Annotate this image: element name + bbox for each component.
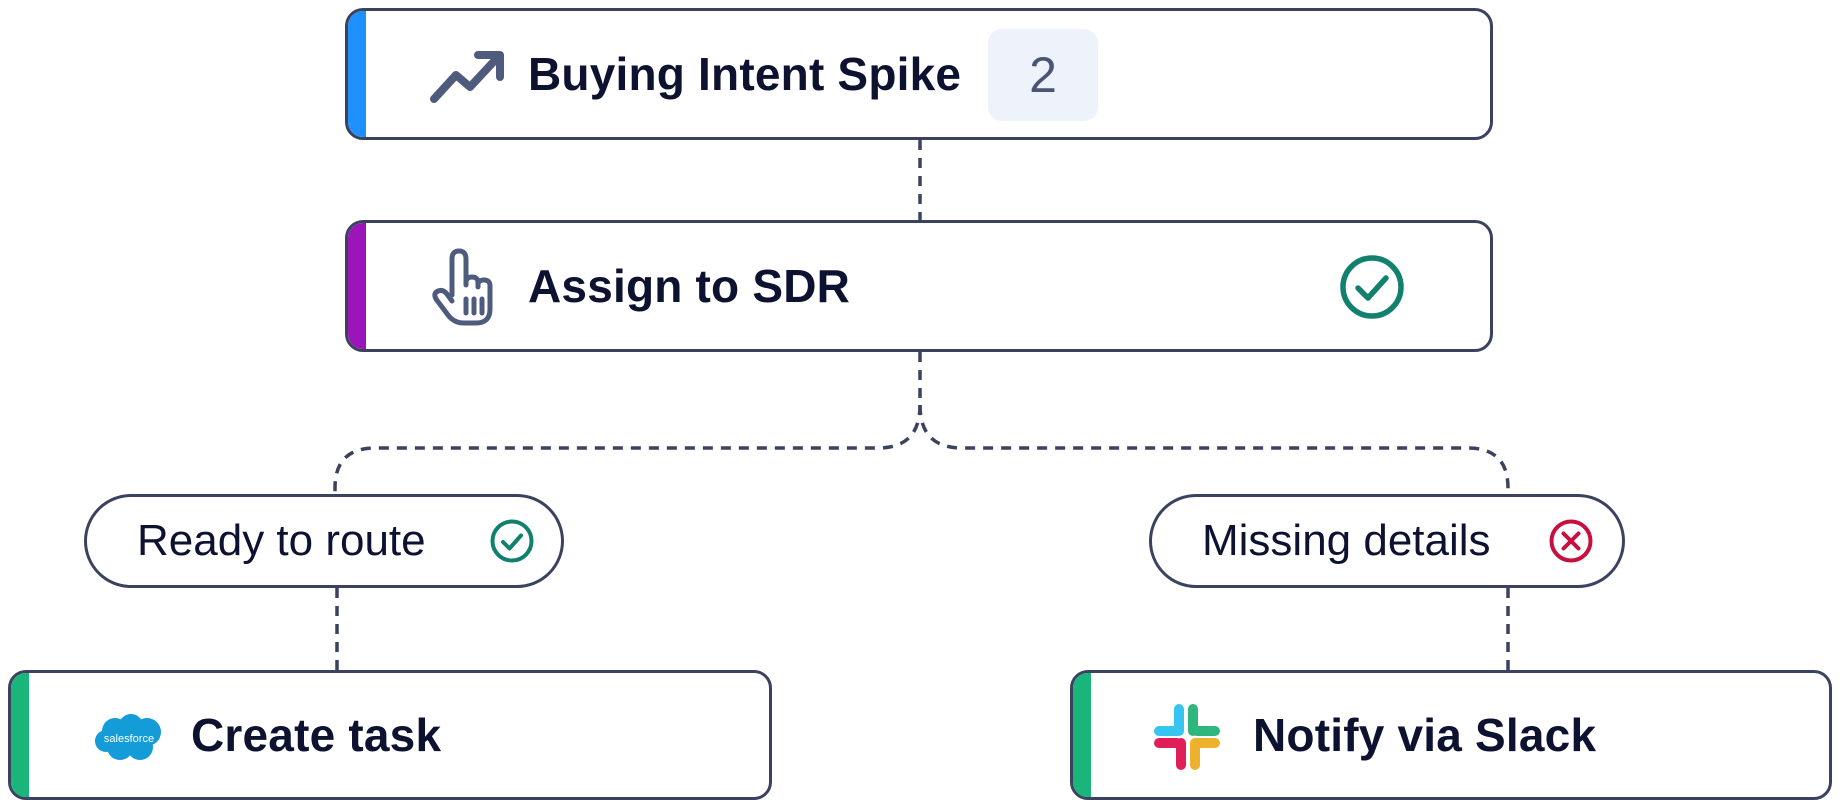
outcome-accent-bar [1073, 673, 1091, 797]
trigger-node-buying-intent-spike[interactable]: Buying Intent Spike 2 [345, 8, 1493, 140]
action-title: Assign to SDR [528, 260, 851, 312]
outcome-accent-bar [11, 673, 29, 797]
trending-up-icon [428, 41, 508, 111]
outcome-title-create-task: Create task [191, 709, 442, 761]
x-circle-icon [1548, 518, 1594, 564]
branch-ready-to-route[interactable]: Ready to route [84, 494, 564, 588]
check-circle-icon [489, 518, 535, 564]
outcome-node-create-task[interactable]: salesforce Create task [8, 670, 772, 800]
trigger-accent-bar [348, 11, 366, 137]
connector-split-left [333, 404, 922, 496]
connector-split-right [918, 404, 1510, 496]
slack-logo-icon [1153, 703, 1221, 771]
check-circle-icon [1338, 253, 1406, 321]
action-node-assign-to-sdr[interactable]: Assign to SDR [345, 220, 1493, 352]
outcome-node-notify-slack[interactable]: Notify via Slack [1070, 670, 1832, 800]
branch-label-ready: Ready to route [137, 516, 426, 565]
hand-pointer-icon [428, 247, 500, 329]
action-accent-bar [348, 223, 366, 349]
trigger-count-badge: 2 [988, 29, 1098, 121]
branch-missing-details[interactable]: Missing details [1149, 494, 1625, 588]
branch-label-missing: Missing details [1202, 516, 1491, 565]
salesforce-logo-text: salesforce [104, 733, 154, 745]
salesforce-logo-icon: salesforce [93, 713, 165, 763]
outcome-title-notify-slack: Notify via Slack [1253, 709, 1597, 761]
trigger-title: Buying Intent Spike [528, 48, 962, 100]
